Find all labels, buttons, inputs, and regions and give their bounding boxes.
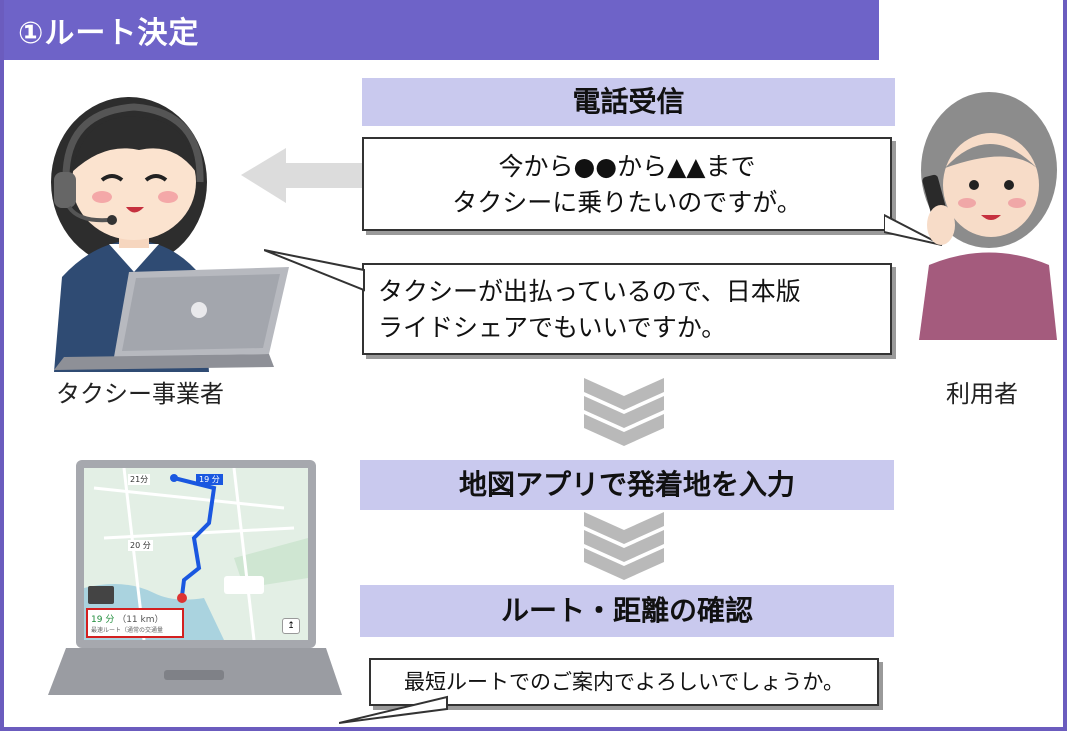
operator-bubble-tail: [264, 249, 365, 292]
section-title: ①ルート決定: [18, 16, 200, 51]
left-arrow-icon: [241, 148, 371, 203]
map-route-tag: 19 分: [196, 474, 223, 485]
chevron-down-icon: [584, 378, 664, 446]
route-confirm-bubble: 最短ルートでのご案内でよろしいでしょうか。: [369, 658, 879, 706]
step-map-input: 地図アプリで発着地を入力: [360, 460, 894, 510]
step-call-received: 電話受信: [362, 78, 895, 126]
section-header: ①ルート決定: [4, 0, 879, 60]
operator-reply-line2: ライドシェアでもいいですか。: [378, 313, 727, 342]
map-screen: 21分 19 分 20 分 19 分 （11 km） 最速ルート（通常の交通量 …: [84, 468, 308, 640]
step-route-confirm: ルート・距離の確認: [360, 585, 894, 637]
route-bubble-tail: [339, 695, 448, 724]
map-distance: （11 km）: [117, 615, 164, 625]
user-request-line1: 今から●●から▲▲まで: [498, 152, 756, 181]
map-time-label: 21分: [128, 474, 151, 485]
user-request-line2: タクシーに乗りたいのですが。: [452, 188, 802, 217]
user-bubble-tail: [884, 213, 943, 246]
user-request-bubble: 今から●●から▲▲まで タクシーに乗りたいのですが。: [362, 137, 892, 231]
map-canvas: [84, 468, 308, 640]
operator-reply-line1: タクシーが出払っているので、日本版: [378, 277, 801, 306]
user-illustration: [919, 92, 1057, 340]
map-info-box: 19 分 （11 km） 最速ルート（通常の交通量: [86, 608, 184, 638]
map-duration: 19 分: [91, 615, 115, 625]
map-road-badge: 20 分: [128, 540, 153, 551]
operator-reply-bubble: タクシーが出払っているので、日本版 ライドシェアでもいいですか。: [362, 263, 892, 355]
share-icon: ↥: [282, 618, 300, 634]
user-caption: 利用者: [946, 380, 1018, 408]
operator-caption: タクシー事業者: [56, 380, 224, 408]
operator-illustration: [51, 97, 289, 372]
map-sub: 最速ルート（通常の交通量: [91, 627, 164, 634]
chevron-down-icon: [584, 512, 664, 580]
laptop-map: 21分 19 分 20 分 19 分 （11 km） 最速ルート（通常の交通量 …: [44, 460, 344, 710]
